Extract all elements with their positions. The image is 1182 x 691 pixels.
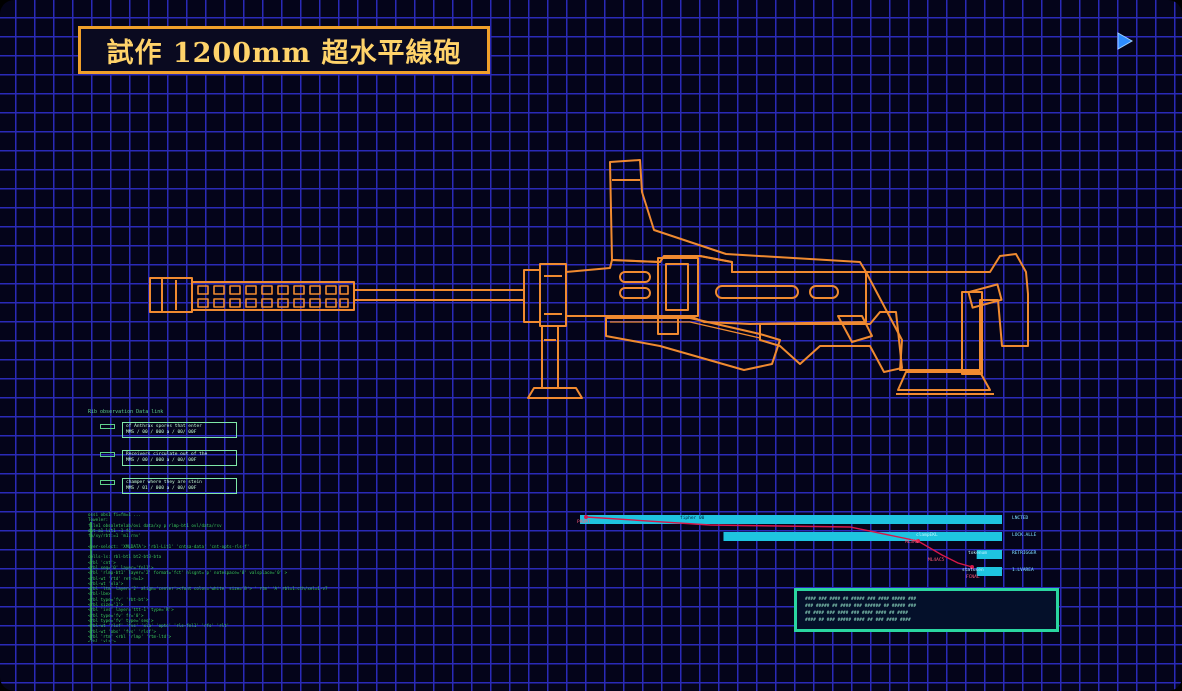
status-bar — [976, 567, 1002, 576]
status-bars-panel — [580, 515, 1002, 576]
page-title: 試作 1200mm 超水平線砲 — [106, 37, 462, 69]
observation-tab — [100, 424, 115, 429]
bipod-leg — [541, 325, 559, 389]
rifle-outline — [149, 159, 1029, 399]
muzzle-brake — [149, 277, 193, 313]
trace-label: ML3M0 — [905, 540, 919, 545]
observation-header: Rib observation Data link — [88, 409, 164, 415]
status-bar — [976, 550, 1002, 559]
code-line: dat-a1 lit1 -1 fi: — [88, 527, 134, 533]
observation-line: champer where they are stein — [126, 480, 202, 485]
bipod-foot — [527, 387, 583, 399]
front-collar — [523, 269, 541, 323]
trace-point — [584, 515, 588, 519]
code-line: <rbl type='fv' fr='0'> — [88, 612, 144, 618]
observation-item: champer where they are stein MMS / 01 / … — [100, 478, 242, 498]
code-line: fa/xy/rbt:=1 'm1.rnv' — [88, 533, 141, 539]
code-line: <rbl 'ltm' layer='2' align='center'><fon… — [88, 586, 328, 592]
trace-label: FCNAL — [966, 575, 980, 580]
trace-point — [970, 565, 974, 569]
play-icon[interactable] — [1116, 32, 1134, 50]
observation-box: Receivers circulate out of the MMS / 00 … — [122, 450, 237, 466]
title-plate: 試作 1200mm 超水平線砲 — [78, 26, 490, 74]
status-line: ## #### ### #### ### #### #### ## #### — [805, 611, 908, 616]
observation-line: Receivers circulate out of the — [126, 452, 208, 457]
code-line: <rbl 'rlmp-bt1' layer='2' format='fct' n… — [88, 570, 288, 576]
status-line: ### ##### ## #### ### ###### ## ##### ##… — [805, 604, 917, 609]
barrel — [353, 289, 525, 301]
bar-label: LNCTED — [1012, 516, 1029, 521]
code-line: <rbl 'ivs' layer='ttt-1' type='R'> — [88, 607, 174, 613]
code-line: <rbl type='fv' 'rbt-bt'> — [88, 596, 149, 602]
code-line: <rbl-wt 'obs' 'fvs' 'rlsf'> — [88, 628, 157, 634]
code-line: ossi obs1 fi=fm=1 ... — [88, 512, 141, 517]
bar-label: 1.LVAREA — [1012, 568, 1034, 573]
status-panel: #### ### #### ## ##### ### #### ##### ##… — [794, 588, 1059, 632]
bar-label: RETRIGGER — [1012, 551, 1037, 556]
status-bar — [580, 515, 1002, 524]
trace-label: ML4AC5 — [928, 558, 945, 563]
stock-base — [897, 371, 991, 391]
handguard — [605, 317, 781, 371]
bar-inner-label: clampEKL — [916, 533, 938, 538]
code-line: <ver-select: 'XMLDATA'> 'rbl-Lit1' 'cnts… — [88, 543, 250, 549]
code-line: <rbl-lbe> — [88, 591, 111, 597]
observation-line: MMS / 00 / 000 a / 00/ 00F — [126, 458, 197, 463]
observation-box: of Anthrax spores that enter MMS / 00 / … — [122, 422, 237, 438]
observation-tab — [100, 480, 115, 485]
trace-label: PROMT — [577, 520, 591, 525]
code-line: file1 obsoletelab/ovi data/xy p rlmp-bt1… — [88, 522, 222, 528]
bar-inner-label: tokenum — [968, 551, 987, 556]
bar-inner-label: fipher 00 — [680, 516, 705, 521]
observation-line: MMS / 01 / 000 a / 00/ 00F — [126, 486, 197, 491]
status-bar — [723, 532, 1002, 541]
code-rail — [90, 522, 92, 640]
code-line: <rbl-wt 'rlsf' 'fvs' 'xla' 'opts' 'rls-f… — [88, 623, 230, 629]
observation-box: champer where they are stein MMS / 01 / … — [122, 478, 237, 494]
code-line: <rbl size='1'> — [88, 602, 124, 608]
observation-line: MMS / 00 / 000 a / 00/ 00F — [126, 430, 197, 435]
code-line: cells-ls: rbl-bt1 bt2-bt3-bta — [88, 554, 162, 560]
code-line: <rbl 'cnt'> — [88, 559, 116, 565]
code-line: Toweler: — [88, 517, 109, 523]
observation-item: Receivers circulate out of the MMS / 00 … — [100, 450, 242, 470]
stock — [865, 253, 1029, 371]
code-line: <rbl seq='0' layer='fnl1'> — [88, 564, 154, 570]
trace-point — [916, 539, 920, 543]
code-line: <rbl-wt 'rtd' ret-n=1> — [88, 575, 144, 581]
trigger-group — [759, 311, 903, 373]
status-line: #### ### #### ## ##### ### #### ##### ##… — [805, 597, 917, 602]
status-line: #### ## ### ##### #### ## ### #### #### — [805, 618, 911, 623]
code-line: <rbl 'rtm' <rbl 'rlmp' 'rtm-ltd'> — [88, 633, 172, 639]
observation-tab — [100, 452, 115, 457]
bar-inner-label: statusen — [962, 568, 984, 573]
code-line: <rbl type='fv' type='seq'> — [88, 617, 154, 623]
top-mount — [609, 159, 867, 273]
code-listing: ossi obs1 fi=fm=1 ... Toweler: file1 obs… — [88, 512, 478, 642]
code-line: <rbl 'xla'> — [88, 639, 116, 642]
observation-item: of Anthrax spores that enter MMS / 00 / … — [100, 422, 242, 442]
bar-label: LOCK.ALLE — [1012, 533, 1037, 538]
mid-housing — [657, 257, 699, 317]
code-line: <rbl-wt 'xla'> — [88, 580, 124, 586]
observation-line: of Anthrax spores that enter — [126, 424, 202, 429]
